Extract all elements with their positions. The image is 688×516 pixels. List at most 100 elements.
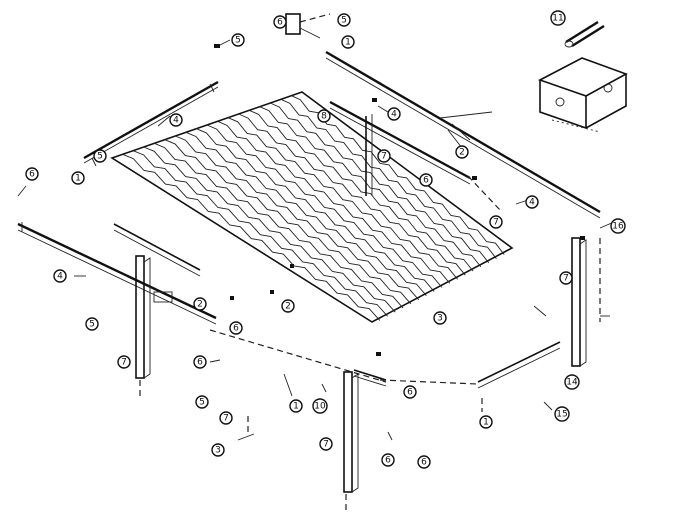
- corrugation-ridge: [206, 124, 443, 288]
- callout-c20: 6: [25, 167, 39, 181]
- callout-circle: [381, 453, 395, 467]
- callout-circle: [610, 218, 626, 234]
- callout-circle: [433, 311, 447, 325]
- callout-circle: [341, 35, 355, 49]
- callout-number: 5: [199, 398, 205, 408]
- corrugation-ridge: [196, 128, 435, 292]
- callout-c3: 1: [289, 399, 303, 413]
- right-bottom-rail: [379, 341, 561, 389]
- callout-number: 15: [556, 410, 567, 420]
- callout-number: 1: [75, 174, 81, 184]
- callout-number: 5: [235, 36, 241, 46]
- corrugation-ridge: [175, 135, 420, 301]
- callout-number: 8: [321, 112, 327, 122]
- callout-number: 7: [323, 440, 329, 450]
- callout-number: 6: [407, 388, 413, 398]
- callout-c33: 8: [317, 109, 331, 123]
- callout-c16: 5: [93, 149, 107, 163]
- top-left-rail: [83, 80, 219, 167]
- front-bottom-rail: [209, 329, 387, 387]
- callout-c21: 6: [419, 173, 433, 187]
- callout-circle: [559, 271, 573, 285]
- callout-number: 11: [552, 14, 563, 24]
- post-right: [571, 237, 587, 367]
- corrugation-ridge: [132, 150, 388, 317]
- callout-circle: [53, 269, 67, 283]
- corrugation-ridge: [291, 95, 505, 255]
- callout-c35: 11: [550, 10, 566, 26]
- callout-number: 6: [423, 176, 429, 186]
- callout-circle: [85, 317, 99, 331]
- corrugation-ridge: [227, 117, 458, 280]
- callout-number: 5: [97, 152, 103, 162]
- callout-number: 2: [459, 148, 465, 158]
- callout-c15: 5: [337, 13, 351, 27]
- callout-c4: 1: [479, 415, 493, 429]
- corrugation-ridge: [143, 146, 396, 313]
- callout-number: 7: [493, 218, 499, 228]
- callout-c17: 5: [85, 317, 99, 331]
- callout-circle: [377, 149, 391, 163]
- callout-number: 1: [483, 418, 489, 428]
- fasteners: [17, 98, 615, 441]
- callout-circle: [117, 355, 131, 369]
- callout-c18: 5: [195, 395, 209, 409]
- corrugation-ridge: [185, 131, 427, 296]
- callout-c36: 14: [564, 374, 580, 390]
- inner-front-rail: [113, 223, 201, 277]
- callout-number: 4: [173, 116, 179, 126]
- callout-circle: [525, 195, 539, 209]
- callout-circle: [337, 13, 351, 27]
- callout-c10: 4: [169, 113, 183, 127]
- callout-circle: [93, 149, 107, 163]
- callout-circle: [417, 455, 431, 469]
- post-left: [135, 255, 151, 379]
- callout-number: 16: [612, 222, 624, 232]
- corrugation-ridge: [154, 142, 404, 309]
- callout-c27: 7: [377, 149, 391, 163]
- callout-c19: 6: [273, 15, 287, 29]
- callout-c32: 7: [319, 437, 333, 451]
- callout-c29: 7: [559, 271, 573, 285]
- post-back-middle: [365, 114, 373, 196]
- callout-c31: 7: [219, 411, 233, 425]
- callout-number: 7: [563, 274, 569, 284]
- callout-number: 6: [385, 456, 391, 466]
- callout-number: 14: [566, 378, 578, 388]
- callout-number: 1: [293, 402, 299, 412]
- callout-number: 4: [529, 198, 535, 208]
- callout-c2: 1: [341, 35, 355, 49]
- corrugation-ridge: [270, 102, 490, 264]
- callout-circle: [229, 321, 243, 335]
- callout-circle: [71, 171, 85, 185]
- callout-number: 1: [345, 38, 351, 48]
- front-left-rail: [17, 222, 217, 325]
- callout-circle: [25, 167, 39, 181]
- screw-top: [214, 39, 231, 48]
- callout-circle: [554, 406, 570, 422]
- callout-number: 3: [215, 446, 221, 456]
- callout-circle: [479, 415, 493, 429]
- callout-number: 4: [57, 272, 63, 282]
- callout-number: 6: [233, 324, 239, 334]
- callout-number: 2: [197, 300, 203, 310]
- corrugation-ridge: [217, 120, 451, 284]
- top-back-rail: [325, 50, 601, 219]
- callout-c11: 4: [387, 107, 401, 121]
- callout-circle: [273, 15, 287, 29]
- corrugation-ridge: [280, 98, 497, 259]
- callout-c9: 3: [211, 443, 225, 457]
- callout-circle: [312, 398, 328, 414]
- callout-number: 7: [223, 414, 229, 424]
- callout-number: 7: [121, 358, 127, 368]
- callout-circle: [550, 10, 566, 26]
- callout-circle: [193, 355, 207, 369]
- tube-11: [564, 20, 605, 48]
- callout-number: 6: [277, 18, 283, 28]
- callout-number: 2: [285, 302, 291, 312]
- callout-c8: 3: [433, 311, 447, 325]
- callout-c25: 6: [381, 453, 395, 467]
- callout-circle: [564, 374, 580, 390]
- callout-circle: [319, 437, 333, 451]
